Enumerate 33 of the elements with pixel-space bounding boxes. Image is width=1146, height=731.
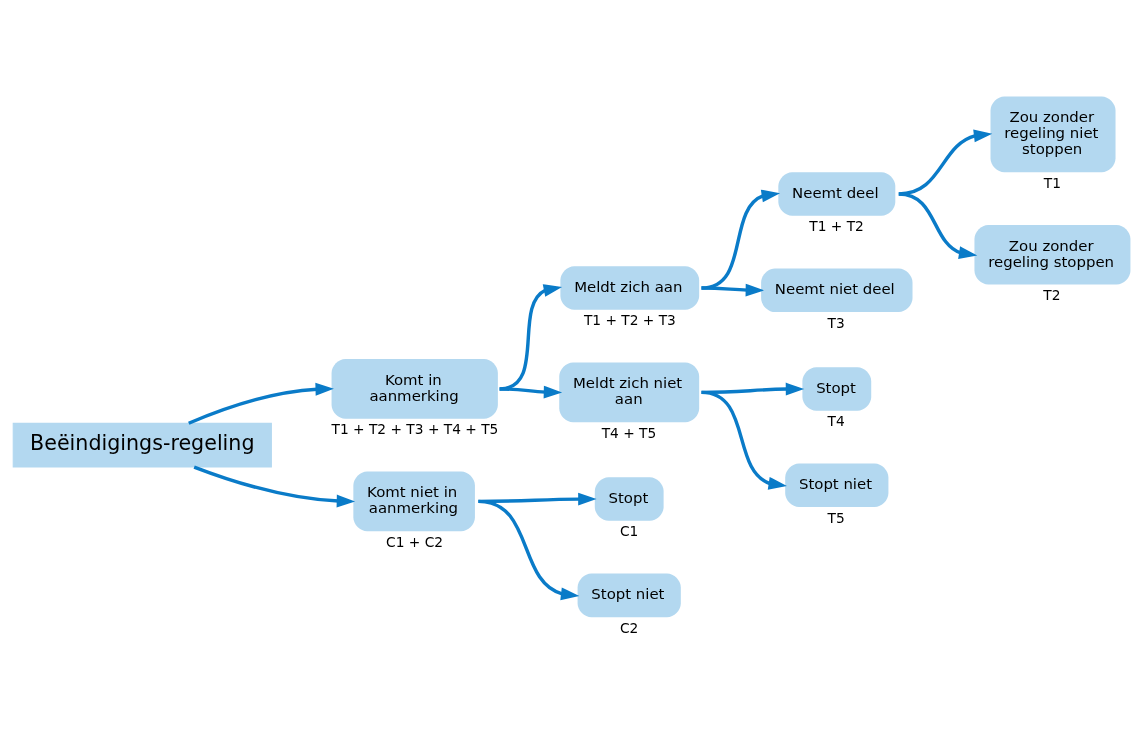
node-box: Meldt zich niet aan xyxy=(559,362,700,422)
arrow xyxy=(701,390,787,490)
node-label: T1 xyxy=(1043,174,1061,191)
node-box: Zou zonder regeling stoppen xyxy=(974,224,1131,285)
node-box: Stopt niet xyxy=(785,463,889,507)
arrow xyxy=(898,191,978,259)
node-box: Neemt niet deel xyxy=(761,268,913,312)
arrow xyxy=(188,382,334,425)
node-box: Stopt xyxy=(594,476,664,521)
node-box: Beëindigings-regeling xyxy=(12,422,272,467)
arrow xyxy=(701,283,764,297)
arrow xyxy=(499,385,563,398)
node-label: T4 + T5 xyxy=(601,424,657,441)
arrow xyxy=(193,464,356,507)
node-label: T1 + T2 + T3 + T4 + T5 xyxy=(331,420,499,437)
node-label: C1 xyxy=(620,522,639,539)
node-label: T1 + T2 + T3 xyxy=(583,311,676,328)
node-box: Meldt zich aan xyxy=(560,265,700,310)
node-box: Neemt deel xyxy=(778,171,896,216)
arrow xyxy=(478,499,580,600)
node-label: T2 xyxy=(1043,286,1061,303)
node-box: Stopt niet xyxy=(577,573,681,617)
node-box: Komt niet in aanmerking xyxy=(353,471,475,531)
node-label: T5 xyxy=(827,509,845,526)
arrow xyxy=(701,189,780,290)
node-label: C1 + C2 xyxy=(386,533,444,550)
node-label: T1 + T2 xyxy=(809,217,864,234)
node-box: Zou zonder regeling niet stoppen xyxy=(990,95,1116,172)
node-label: T3 xyxy=(827,314,845,331)
node-box: Komt in aanmerking xyxy=(331,358,498,419)
node-label: C2 xyxy=(620,619,639,636)
node-label: T4 xyxy=(827,412,845,429)
node-box: Stopt xyxy=(802,366,872,411)
